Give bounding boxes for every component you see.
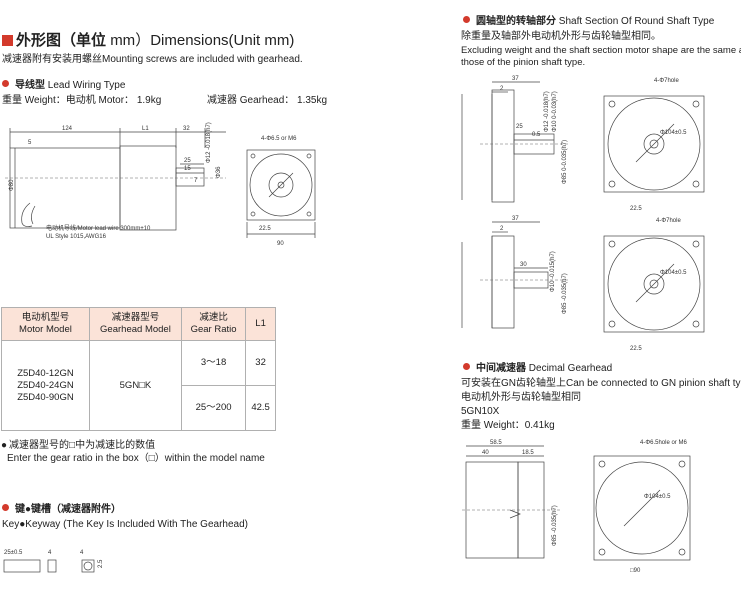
key-desc: Key●Keyway (The Key Is Included With The… [2,519,248,530]
decimal-model: 5GN10X [461,406,500,417]
dim-c-40: 40 [482,450,489,456]
weight-motor: 重量 Weight：电动机 Motor： 1.9kg [2,95,162,106]
decimal-desc-1: 可安装在GN齿轮轴型上Can be connected to GN pinion… [461,378,741,389]
dim-22-5: 22.5 [259,226,271,232]
dim-a-phi85: Φ85 0-0.035(h7) [562,140,568,184]
dim-7: 7 [194,178,198,184]
dim-a-phi12: Φ12 -0.018(h7) [544,91,550,132]
bullet-dot-icon [463,363,470,370]
round-shaft-b-front: 4-Φ7hole Φ104±0.5 22.5 [603,218,705,352]
dim-25: 25 [184,158,191,164]
bullet-dot-icon [2,80,9,87]
title-square-icon [2,35,13,46]
dim-a-phi10: Φ10 0-0.03(h7) [552,91,558,132]
dim-b-hole: 4-Φ7hole [656,218,681,224]
key-drawing: 25±0.5 4 4 2.5 [3,550,104,573]
dim-b-pcd: Φ104±0.5 [660,270,687,276]
dim-a-25: 25 [516,124,523,130]
dim-a-hole: 4-Φ7hole [654,78,679,84]
dim-15: 15 [184,166,191,172]
key-dim-w2: 4 [80,550,84,556]
dim-c-90: □90 [630,568,641,574]
round-shaft-a-side: 37 2 25 0.5 Φ12 -0.018(h7) Φ10 0-0.03(h7… [461,76,568,203]
dim-c-58-5: 58.5 [490,440,502,446]
dim-phi80: Φ80 [9,179,15,191]
decimal-gearhead-heading: 中间减速器 Decimal Gearhead [463,363,612,375]
dim-c-hole: 4-Φ6.5hole or M6 [640,440,687,446]
dim-b-2: 2 [500,226,504,232]
decimal-side-drawing: 58.5 40 18.5 Φ85 -0.035(h7) [462,440,560,559]
note-en: Enter the gear ratio in the box（□）within… [7,453,265,464]
key-dim-h: 2.5 [98,559,104,568]
lead-wiring-heading: 导线型 Lead Wiring Type [2,80,125,92]
dim-a-2: 2 [500,86,504,92]
dim-b-phi10: Φ10 -0.015(h7) [550,251,556,292]
cell-motor-models: Z5D40-12GN Z5D40-24GN Z5D40-90GN [1,340,90,431]
dim-a-05: 0.5 [532,132,541,138]
dim-hole: 4-Φ6.5 or M6 [261,136,297,142]
table-row: Z5D40-12GN Z5D40-24GN Z5D40-90GN 5GN□K 3… [1,340,276,431]
lead-wire-side-drawing: 124 L1 32 5 25 15 7 Φ80 Φ12 -0.018(h7) Φ… [5,122,226,240]
cell-l1-2: 42.5 [245,385,276,431]
dim-c-phi85: Φ85 -0.035(h7) [552,505,558,546]
dim-a-37: 37 [512,76,519,82]
dim-phi12: Φ12 -0.018(h7) [206,122,212,163]
note-cn: 减速器型号的□中为减速比的数值 [1,440,155,452]
dim-c-18-5: 18.5 [522,450,534,456]
dim-b-phi85: Φ85 -0.035(h7) [562,273,568,314]
cell-l1-1: 32 [245,340,276,386]
lead-note-1: 电动机导线/Motor lead wire 300mm±10 [46,224,151,232]
decimal-weight: 重量 Weight：0.41kg [461,420,555,431]
dim-b-22-5: 22.5 [630,346,642,352]
dim-124: 124 [62,126,73,132]
key-dim-len: 25±0.5 [4,550,23,556]
weight-gearhead: 减速器 Gearhead： 1.35kg [207,95,328,106]
page-title: 外形图（单位 mm）Dimensions(Unit mm) [2,32,294,50]
cell-ratio-2: 25～200 [180,385,247,431]
bullet-dot-icon [2,504,9,511]
dim-90: 90 [277,241,284,247]
round-desc-en-1: Excluding weight and the shaft section m… [461,45,741,56]
dim-a-22-5: 22.5 [630,206,642,212]
round-shaft-a-front: 4-Φ7hole Φ104±0.5 22.5 [603,78,705,212]
bullet-dot-icon [463,16,470,23]
key-heading: 键●键槽（减速器附件） [2,504,121,516]
header-l1: L1 [245,307,276,341]
subtitle: 减速器附有安装用螺丝Mounting screws are included w… [2,54,303,65]
decimal-desc-2: 电动机外形与齿轮轴型相同 [461,392,581,403]
key-dim-w: 4 [48,550,52,556]
lead-wire-front-drawing: 4-Φ6.5 or M6 22.5 90 [246,136,316,247]
dim-32: 32 [183,126,190,132]
dim-l1: L1 [142,126,149,132]
dim-a-pcd: Φ104±0.5 [660,130,687,136]
round-desc-en-2: those of the pinion shaft type. [461,57,586,68]
decimal-front-drawing: 4-Φ6.5hole or M6 Φ104±0.5 □90 [593,440,691,574]
round-desc-cn: 除重量及轴部外电动机外形与齿轮轴型相同。 [461,31,661,42]
lead-note-2: UL Style 1015,AWG16 [46,234,107,240]
cell-gear-model: 5GN□K [88,340,182,431]
round-shaft-heading: 圆轴型的转轴部分 Shaft Section Of Round Shaft Ty… [463,16,714,28]
dim-b-37: 37 [512,216,519,222]
table-row: 25～200 42.5 [2,385,276,431]
cell-ratio-1: 3～18 [180,340,247,386]
dim-c-pcd: Φ104±0.5 [644,494,671,500]
round-shaft-b-side: 37 2 30 Φ10 -0.015(h7) Φ85 -0.035(h7) [461,216,568,329]
dim-5: 5 [28,140,32,146]
dim-b-30: 30 [520,262,527,268]
dim-phi36: Φ36 [216,166,222,178]
